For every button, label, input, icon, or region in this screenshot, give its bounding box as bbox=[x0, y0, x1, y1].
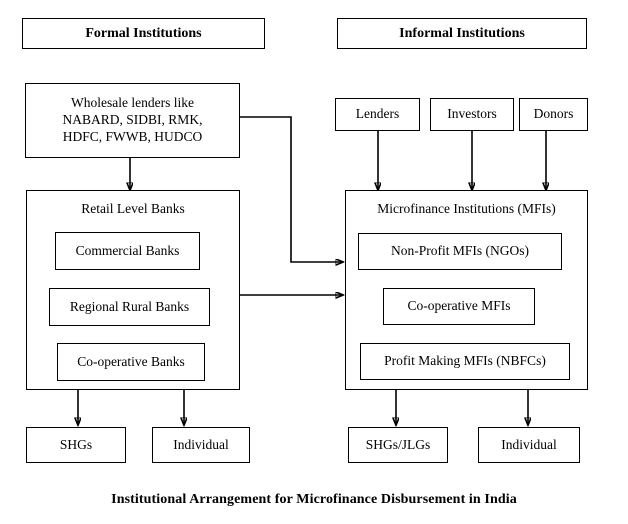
regional-rural-banks-box: Regional Rural Banks bbox=[49, 288, 210, 326]
informal-output-shgs-jlgs-box: SHGs/JLGs bbox=[348, 427, 448, 463]
wholesale-lenders-box: Wholesale lenders like NABARD, SIDBI, RM… bbox=[25, 83, 240, 158]
non-profit-mfis-box: Non-Profit MFIs (NGOs) bbox=[358, 233, 562, 270]
retail-level-banks-title: Retail Level Banks bbox=[81, 201, 185, 216]
commercial-banks-box: Commercial Banks bbox=[55, 232, 200, 270]
connector-wholesale-to-mfi bbox=[240, 116, 343, 262]
formal-output-individual-box: Individual bbox=[152, 427, 250, 463]
formal-output-shgs-box: SHGs bbox=[26, 427, 126, 463]
figure-caption: Institutional Arrangement for Microfinan… bbox=[111, 492, 517, 507]
informal-output-individual-box: Individual bbox=[478, 427, 580, 463]
co-operative-mfis-box: Co-operative MFIs bbox=[383, 288, 535, 325]
investors-box: Investors bbox=[430, 98, 514, 131]
lenders-box: Lenders bbox=[335, 98, 420, 131]
profit-making-mfis-box: Profit Making MFIs (NBFCs) bbox=[360, 343, 570, 380]
header-formal-institutions: Formal Institutions bbox=[22, 18, 265, 49]
header-informal-institutions: Informal Institutions bbox=[337, 18, 587, 49]
donors-box: Donors bbox=[519, 98, 588, 131]
microfinance-institutions-title: Microfinance Institutions (MFIs) bbox=[377, 201, 556, 216]
co-operative-banks-box: Co-operative Banks bbox=[57, 343, 205, 381]
